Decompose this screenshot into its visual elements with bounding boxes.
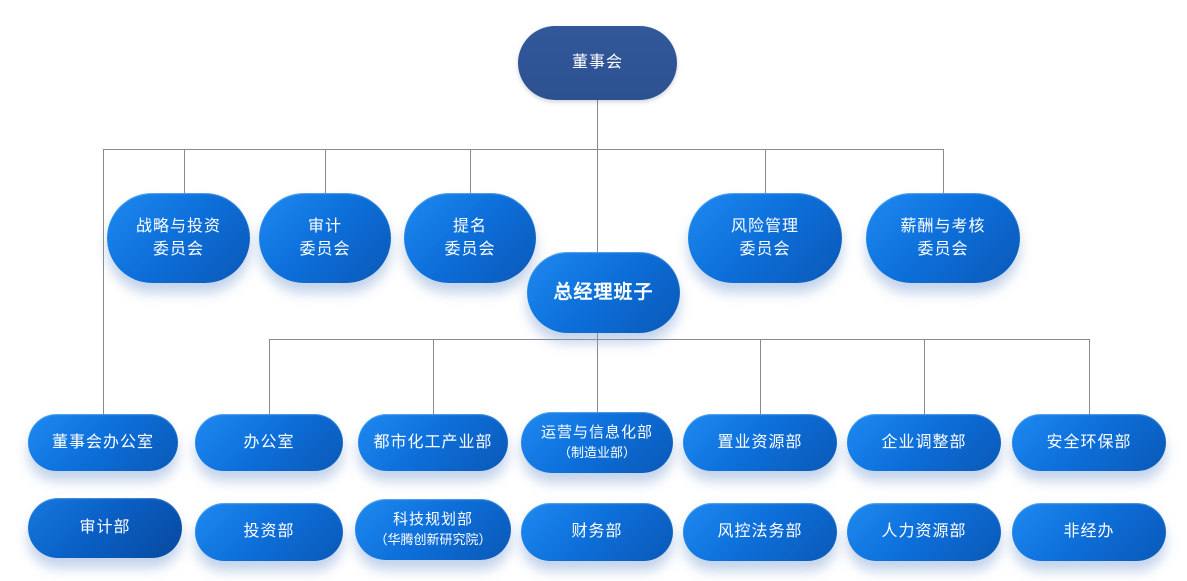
connector-drop-nomination [470, 149, 471, 194]
org-node-label: 委员会 [152, 241, 204, 258]
connector-drop-enterprise [924, 339, 925, 415]
org-node-label: 审计部 [79, 519, 131, 537]
org-node-label: 战略与投资 [135, 217, 221, 235]
org-node-risk-management-committee: 风险管理 委员会 [688, 193, 842, 283]
connector-drop-strategy [184, 149, 185, 194]
org-node-nomination-committee: 提名 委员会 [404, 193, 536, 283]
connector-gm-down [597, 333, 598, 339]
org-node-label: 审计 [307, 217, 342, 235]
org-node-label: 风险管理 [730, 217, 799, 235]
org-node-label: 财务部 [571, 523, 623, 541]
org-node-finance-dept: 财务部 [521, 503, 673, 561]
org-node-non-operating-office: 非经办 [1012, 503, 1166, 561]
connector-level1-bus [103, 149, 943, 150]
org-node-sublabel: （制造业部） [557, 444, 636, 460]
org-node-risk-control-legal-dept: 风控法务部 [683, 503, 837, 561]
connector-drop-audit-committee [325, 149, 326, 194]
org-node-label: 董事会 [571, 54, 623, 72]
org-node-label: 置业资源部 [717, 433, 803, 451]
org-node-label: 非经办 [1063, 523, 1115, 541]
connector-drop-office [269, 339, 270, 415]
org-node-label: 委员会 [917, 241, 969, 258]
org-node-label: 总经理班子 [553, 281, 654, 303]
org-node-label: 董事会办公室 [51, 433, 154, 451]
org-node-office: 办公室 [195, 414, 343, 471]
org-node-urban-chemical-industry-dept: 都市化工产业部 [358, 414, 508, 471]
org-node-label: 委员会 [444, 241, 496, 258]
org-node-label: 委员会 [299, 241, 351, 258]
org-node-operations-informatization-dept: 运营与信息化部 （制造业部） [521, 412, 673, 473]
org-node-label: 安全环保部 [1046, 433, 1132, 451]
connector-drop-urban-chemical [433, 339, 434, 415]
connector-drop-risk [765, 149, 766, 194]
org-node-audit-committee: 审计 委员会 [259, 193, 391, 283]
org-node-label: 人力资源部 [881, 523, 967, 541]
connector-drop-compensation [943, 149, 944, 194]
org-node-label: 办公室 [243, 433, 295, 451]
org-node-investment-dept: 投资部 [195, 503, 343, 561]
org-node-gm-team: 总经理班子 [527, 252, 680, 333]
connector-level2-bus [269, 339, 1089, 340]
org-node-compensation-assessment-committee: 薪酬与考核 委员会 [866, 193, 1020, 283]
connector-drop-board-office [103, 149, 104, 415]
org-node-label: 提名 [452, 217, 487, 235]
org-node-label: 委员会 [739, 241, 791, 258]
org-node-audit-dept: 审计部 [28, 498, 182, 558]
connector-drop-property [760, 339, 761, 415]
org-node-board-office: 董事会办公室 [28, 414, 178, 471]
org-node-sublabel: （华腾创新研究院） [374, 531, 492, 547]
org-node-scitech-planning-dept: 科技规划部 （华腾创新研究院） [355, 499, 511, 560]
org-node-label: 风控法务部 [717, 523, 803, 541]
connector-drop-gm [597, 149, 598, 253]
org-node-label: 企业调整部 [881, 433, 967, 451]
connector-drop-operations [597, 339, 598, 415]
org-node-strategy-investment-committee: 战略与投资 委员会 [107, 193, 250, 283]
org-node-property-resources-dept: 置业资源部 [683, 414, 837, 471]
org-node-enterprise-adjustment-dept: 企业调整部 [847, 414, 1001, 471]
org-node-label: 投资部 [243, 523, 295, 541]
org-node-label: 运营与信息化部 [540, 424, 653, 442]
org-node-board: 董事会 [518, 26, 677, 100]
org-node-hr-dept: 人力资源部 [847, 503, 1001, 561]
org-node-label: 科技规划部 [392, 511, 473, 529]
connector-root-drop [597, 100, 598, 149]
org-node-safety-environment-dept: 安全环保部 [1012, 414, 1166, 471]
org-node-label: 都市化工产业部 [373, 433, 493, 451]
connector-drop-safety [1089, 339, 1090, 415]
org-node-label: 薪酬与考核 [900, 217, 986, 235]
